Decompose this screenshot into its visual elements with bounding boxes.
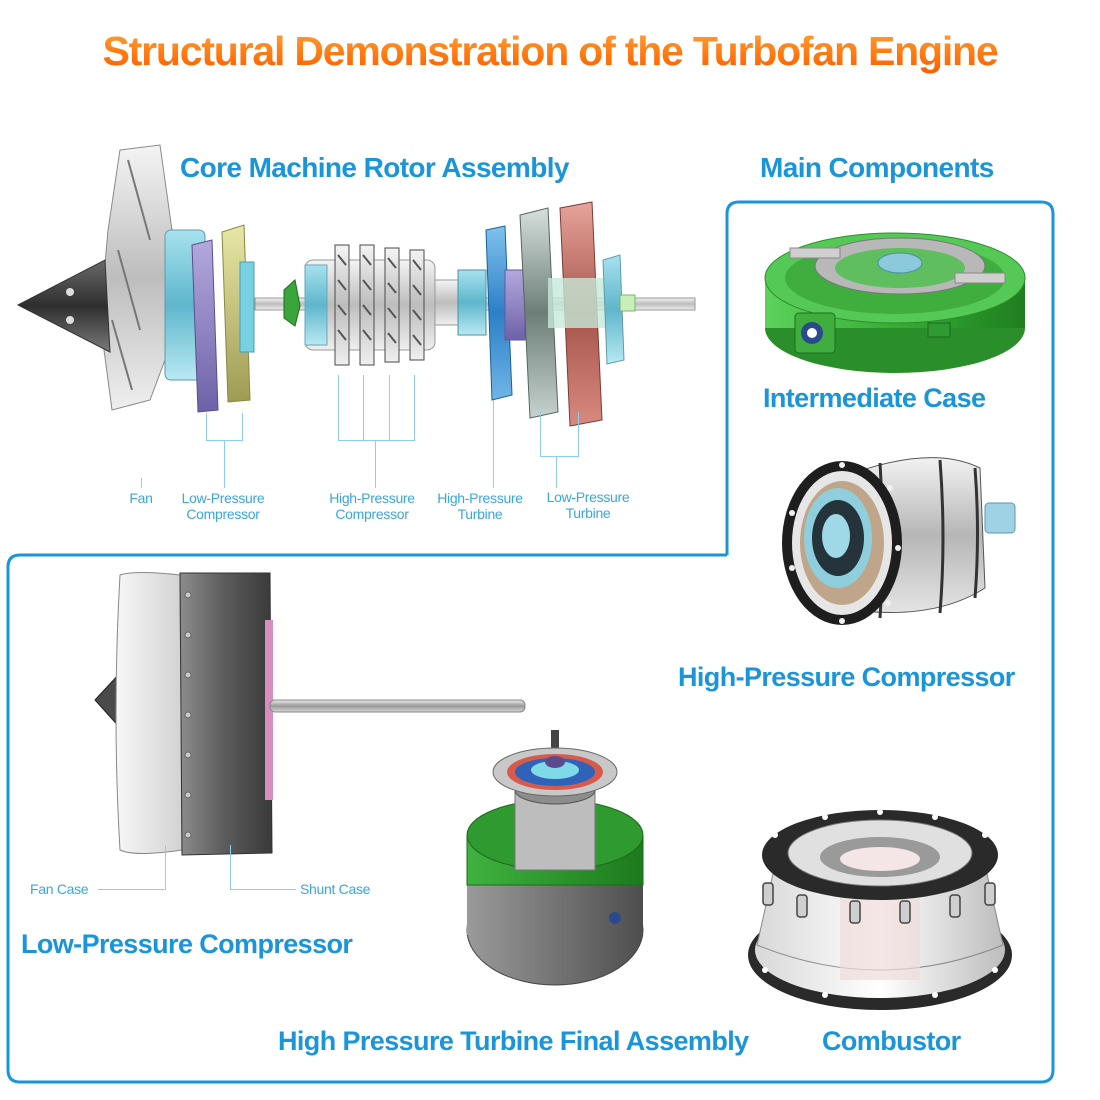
label-low-pressure-compressor: Low-Pressure Compressor — [21, 929, 353, 959]
hp-turbine-final-assembly-illustration — [466, 730, 644, 986]
label-high-pressure-compressor: High-Pressure Compressor — [329, 490, 415, 522]
label-shunt-case: Shunt Case — [300, 881, 371, 897]
label-high-pressure-turbine: High-Pressure Turbine — [437, 490, 523, 522]
label-combustor: Combustor — [822, 1026, 961, 1056]
rotor-assembly-illustration — [16, 144, 696, 427]
label-fan: Fan — [129, 490, 153, 506]
main-components-heading: Main Components — [760, 152, 994, 183]
page-title: Structural Demonstration of the Turbofan… — [0, 28, 1100, 75]
label-low-pressure-turbine: Low-Pressure Turbine — [546, 489, 630, 521]
high-pressure-compressor-illustration — [782, 457, 1016, 625]
label-high-pressure-compressor: High-Pressure Compressor — [678, 662, 1015, 692]
combustor-illustration — [748, 809, 1012, 1010]
intermediate-case-illustration — [764, 232, 1026, 373]
low-pressure-compressor-illustration — [94, 572, 526, 856]
rotor-assembly-heading: Core Machine Rotor Assembly — [180, 152, 569, 183]
label-intermediate-case: Intermediate Case — [763, 383, 986, 413]
label-hp-turbine-final-assembly: High Pressure Turbine Final Assembly — [278, 1026, 749, 1056]
label-low-pressure-compressor: Low-Pressure Compressor — [181, 490, 265, 522]
label-fan-case: Fan Case — [30, 881, 89, 897]
